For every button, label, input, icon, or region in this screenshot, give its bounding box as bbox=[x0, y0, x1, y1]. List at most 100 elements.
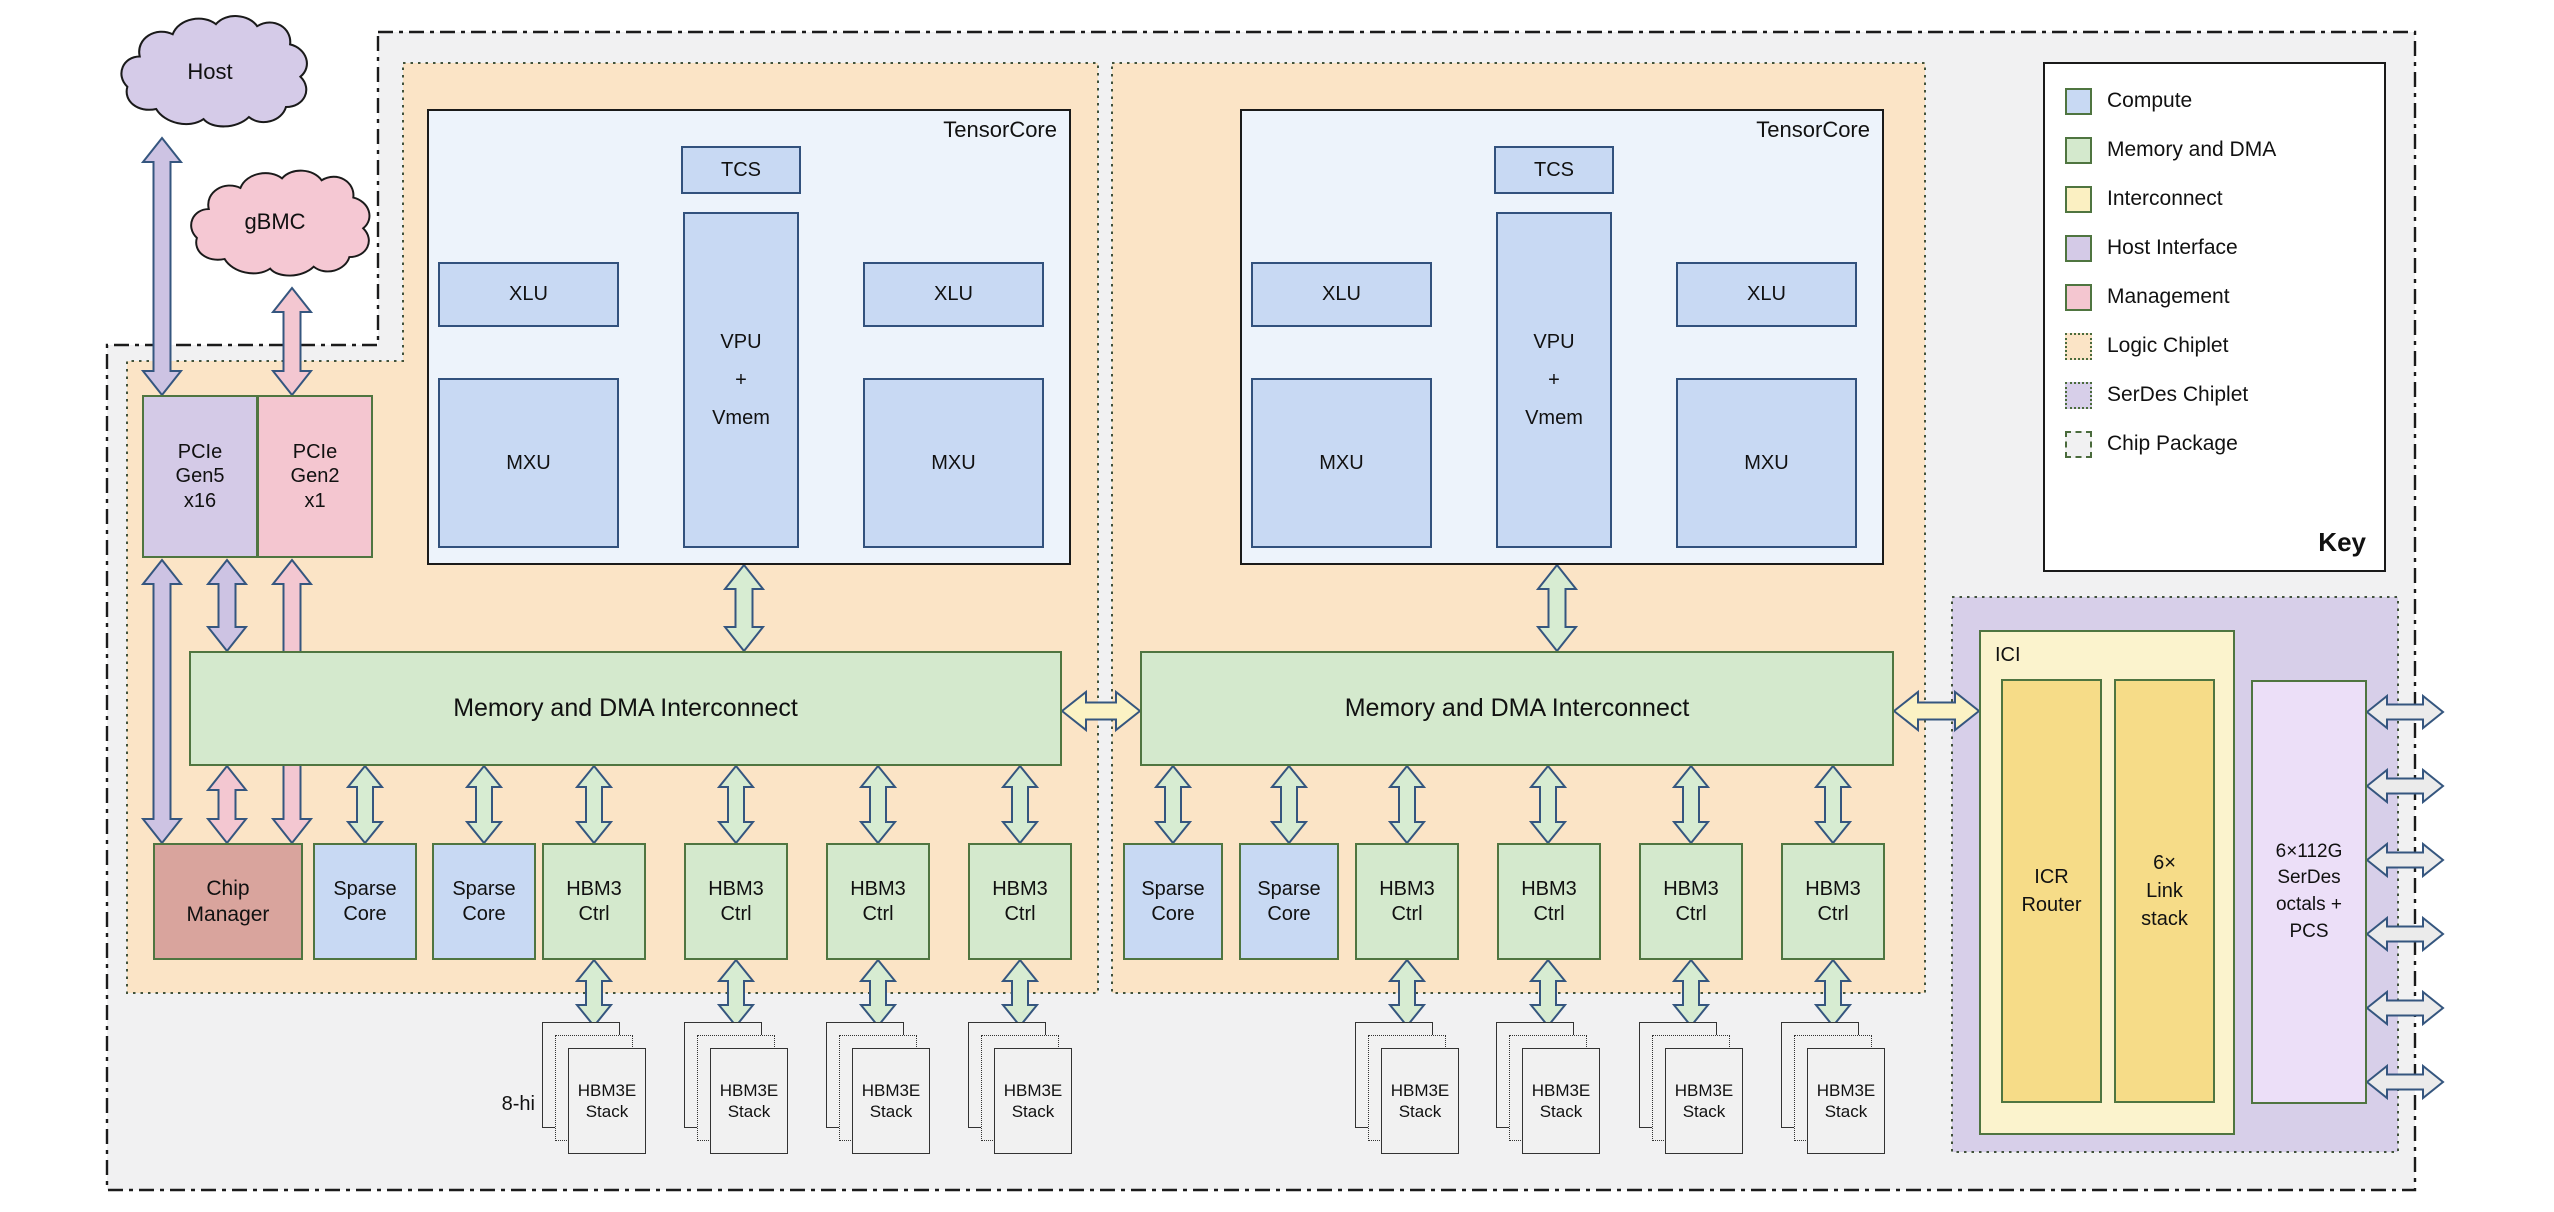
double-arrow bbox=[1269, 764, 1309, 845]
double-arrow bbox=[1000, 958, 1040, 1028]
hbm3-ctrl-block-r2: HBM3 Ctrl bbox=[1497, 843, 1601, 960]
hbm3-ctrl-block-l3: HBM3 Ctrl bbox=[826, 843, 930, 960]
double-arrow bbox=[1153, 764, 1193, 845]
mxu-block-2-left: MXU bbox=[1251, 378, 1432, 548]
serdes-chiplet-swatch-icon bbox=[2065, 381, 2092, 409]
double-arrow bbox=[2365, 693, 2445, 731]
hbm3-ctrl-block-l2: HBM3 Ctrl bbox=[684, 843, 788, 960]
legend-item-management: Management bbox=[2065, 282, 2230, 312]
double-arrow bbox=[1892, 689, 1981, 733]
compute-swatch-icon bbox=[2065, 87, 2092, 115]
mxu-block-1-left: MXU bbox=[438, 378, 619, 548]
hbm3e-stack: HBM3E Stack bbox=[1522, 1048, 1600, 1154]
serdes-octals-block: 6×112G SerDes octals + PCS bbox=[2251, 680, 2367, 1104]
hbm3e-stack: HBM3E Stack bbox=[710, 1048, 788, 1154]
tensorcore-1-title: TensorCore bbox=[943, 117, 1057, 142]
hbm3-ctrl-block-r3: HBM3 Ctrl bbox=[1639, 843, 1743, 960]
interconnect-swatch-icon bbox=[2065, 185, 2092, 213]
hbm3e-stack: HBM3E Stack bbox=[994, 1048, 1072, 1154]
tensorcore-2-title: TensorCore bbox=[1756, 117, 1870, 142]
logic-chiplet-swatch-icon bbox=[2065, 332, 2092, 360]
double-arrow bbox=[1528, 764, 1568, 845]
ici-title-text: ICI bbox=[1995, 643, 2021, 666]
double-arrow bbox=[2365, 767, 2445, 805]
memory-dma-interconnect-left: Memory and DMA Interconnect bbox=[189, 651, 1062, 766]
host-interface-swatch-icon bbox=[2065, 234, 2092, 262]
legend-label: Chip Package bbox=[2107, 432, 2238, 455]
double-arrow bbox=[1387, 764, 1427, 845]
xlu-block-2-left: XLU bbox=[1251, 262, 1432, 327]
legend-label: Host Interface bbox=[2107, 236, 2238, 259]
hbm3e-stack: HBM3E Stack bbox=[1665, 1048, 1743, 1154]
tcs-block-1: TCS bbox=[681, 146, 801, 194]
legend-item-interconnect: Interconnect bbox=[2065, 184, 2223, 214]
legend-item-memory-dma: Memory and DMA bbox=[2065, 135, 2276, 165]
double-arrow bbox=[574, 958, 614, 1028]
double-arrow bbox=[2365, 915, 2445, 953]
legend-label: Logic Chiplet bbox=[2107, 334, 2229, 357]
double-arrow bbox=[205, 764, 249, 845]
double-arrow bbox=[2365, 1063, 2445, 1101]
stack-height-text: 8-hi bbox=[501, 1092, 535, 1115]
sparse-core-block-r1: Sparse Core bbox=[1123, 843, 1223, 960]
double-arrow bbox=[716, 958, 756, 1028]
gbmc-cloud bbox=[190, 169, 371, 277]
double-arrow bbox=[1060, 689, 1142, 733]
double-arrow bbox=[2365, 989, 2445, 1027]
chip-manager-block: Chip Manager bbox=[153, 843, 303, 960]
vpu-vmem-block-2: VPU + Vmem bbox=[1496, 212, 1612, 548]
tcs-block-2: TCS bbox=[1494, 146, 1614, 194]
hbm3-ctrl-block-l4: HBM3 Ctrl bbox=[968, 843, 1072, 960]
pcie-gen2-block: PCIe Gen2 x1 bbox=[257, 395, 373, 558]
double-arrow bbox=[1535, 563, 1579, 653]
hbm3-ctrl-block-l1: HBM3 Ctrl bbox=[542, 843, 646, 960]
xlu-block-1-left: XLU bbox=[438, 262, 619, 327]
hbm3-ctrl-block-r4: HBM3 Ctrl bbox=[1781, 843, 1885, 960]
pcie-gen5-block: PCIe Gen5 x16 bbox=[142, 395, 258, 558]
stack-height-note: 8-hi bbox=[440, 1090, 535, 1118]
legend-label: Memory and DMA bbox=[2107, 138, 2277, 161]
double-arrow bbox=[1528, 958, 1568, 1028]
icr-router-block: ICR Router bbox=[2001, 679, 2102, 1103]
double-arrow bbox=[345, 764, 385, 845]
double-arrow bbox=[2365, 841, 2445, 879]
host-cloud-label: Host bbox=[150, 55, 270, 89]
hbm3e-stack: HBM3E Stack bbox=[852, 1048, 930, 1154]
ici-title: ICI bbox=[1995, 642, 2075, 668]
double-arrow bbox=[722, 563, 766, 653]
mxu-block-1-right: MXU bbox=[863, 378, 1044, 548]
host-cloud-text: Host bbox=[187, 59, 233, 84]
sparse-core-block-r2: Sparse Core bbox=[1239, 843, 1339, 960]
sparse-core-block-l2: Sparse Core bbox=[432, 843, 536, 960]
legend-key: Compute Memory and DMA Interconnect Host… bbox=[2043, 62, 2386, 572]
hbm3e-stack: HBM3E Stack bbox=[568, 1048, 646, 1154]
legend-title: Key bbox=[2318, 527, 2366, 557]
double-arrow bbox=[140, 136, 184, 397]
legend-label: Interconnect bbox=[2107, 187, 2223, 210]
legend-label: SerDes Chiplet bbox=[2107, 383, 2249, 406]
double-arrow bbox=[1813, 958, 1853, 1028]
double-arrow bbox=[858, 764, 898, 845]
double-arrow bbox=[270, 286, 314, 397]
double-arrow bbox=[574, 764, 614, 845]
double-arrow bbox=[1387, 958, 1427, 1028]
double-arrow bbox=[205, 558, 249, 653]
management-swatch-icon bbox=[2065, 283, 2092, 311]
chip-package-swatch-icon bbox=[2065, 430, 2092, 458]
link-stack-block: 6× Link stack bbox=[2114, 679, 2215, 1103]
double-arrow bbox=[140, 558, 184, 845]
hbm3e-stack: HBM3E Stack bbox=[1807, 1048, 1885, 1154]
double-arrow bbox=[716, 764, 756, 845]
hbm3e-stack: HBM3E Stack bbox=[1381, 1048, 1459, 1154]
double-arrow bbox=[1671, 958, 1711, 1028]
legend-item-serdes-chiplet: SerDes Chiplet bbox=[2065, 380, 2248, 410]
xlu-block-2-right: XLU bbox=[1676, 262, 1857, 327]
host-cloud bbox=[120, 15, 308, 128]
double-arrow bbox=[858, 958, 898, 1028]
double-arrow bbox=[1671, 764, 1711, 845]
sparse-core-block-l1: Sparse Core bbox=[313, 843, 417, 960]
gbmc-cloud-text: gBMC bbox=[244, 209, 306, 234]
memory-dma-interconnect-right: Memory and DMA Interconnect bbox=[1140, 651, 1894, 766]
legend-label: Management bbox=[2107, 285, 2230, 308]
